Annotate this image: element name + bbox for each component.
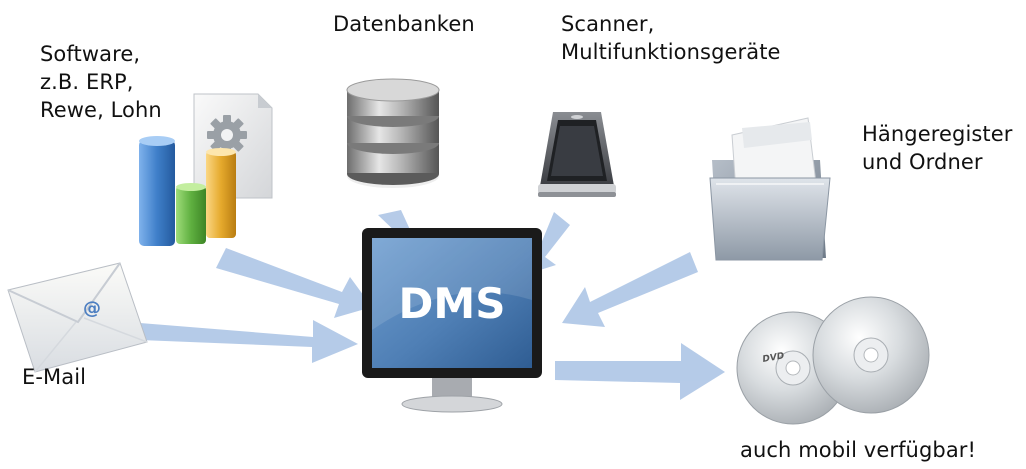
- dvd-label: DVD: [762, 351, 786, 365]
- chart-gear-icon: [139, 93, 273, 246]
- monitor-label: DMS: [399, 279, 506, 328]
- scanner-icon: [538, 112, 616, 197]
- monitor-icon: DMS: [362, 228, 542, 413]
- scanner-label: Scanner, Multifunktionsgeräte: [561, 12, 781, 64]
- dvd-icon: DVD: [736, 296, 930, 425]
- folders-label: Hängeregister und Ordner: [862, 122, 1013, 174]
- databases-label: Datenbanken: [333, 12, 475, 36]
- arrow-dvd: [555, 343, 725, 400]
- database-icon: [346, 78, 440, 188]
- arrows: [140, 210, 725, 400]
- arrow-software: [216, 248, 372, 318]
- email-at-symbol: @: [83, 298, 101, 319]
- mobile-label: auch mobil verfügbar!: [740, 438, 977, 462]
- arrow-email: [140, 320, 358, 363]
- email-label: E-Mail: [22, 365, 87, 389]
- folder-icon: [709, 117, 831, 261]
- software-label: Software, z.B. ERP, Rewe, Lohn: [40, 42, 162, 122]
- email-icon: @: [7, 262, 148, 373]
- arrow-folder: [562, 252, 698, 327]
